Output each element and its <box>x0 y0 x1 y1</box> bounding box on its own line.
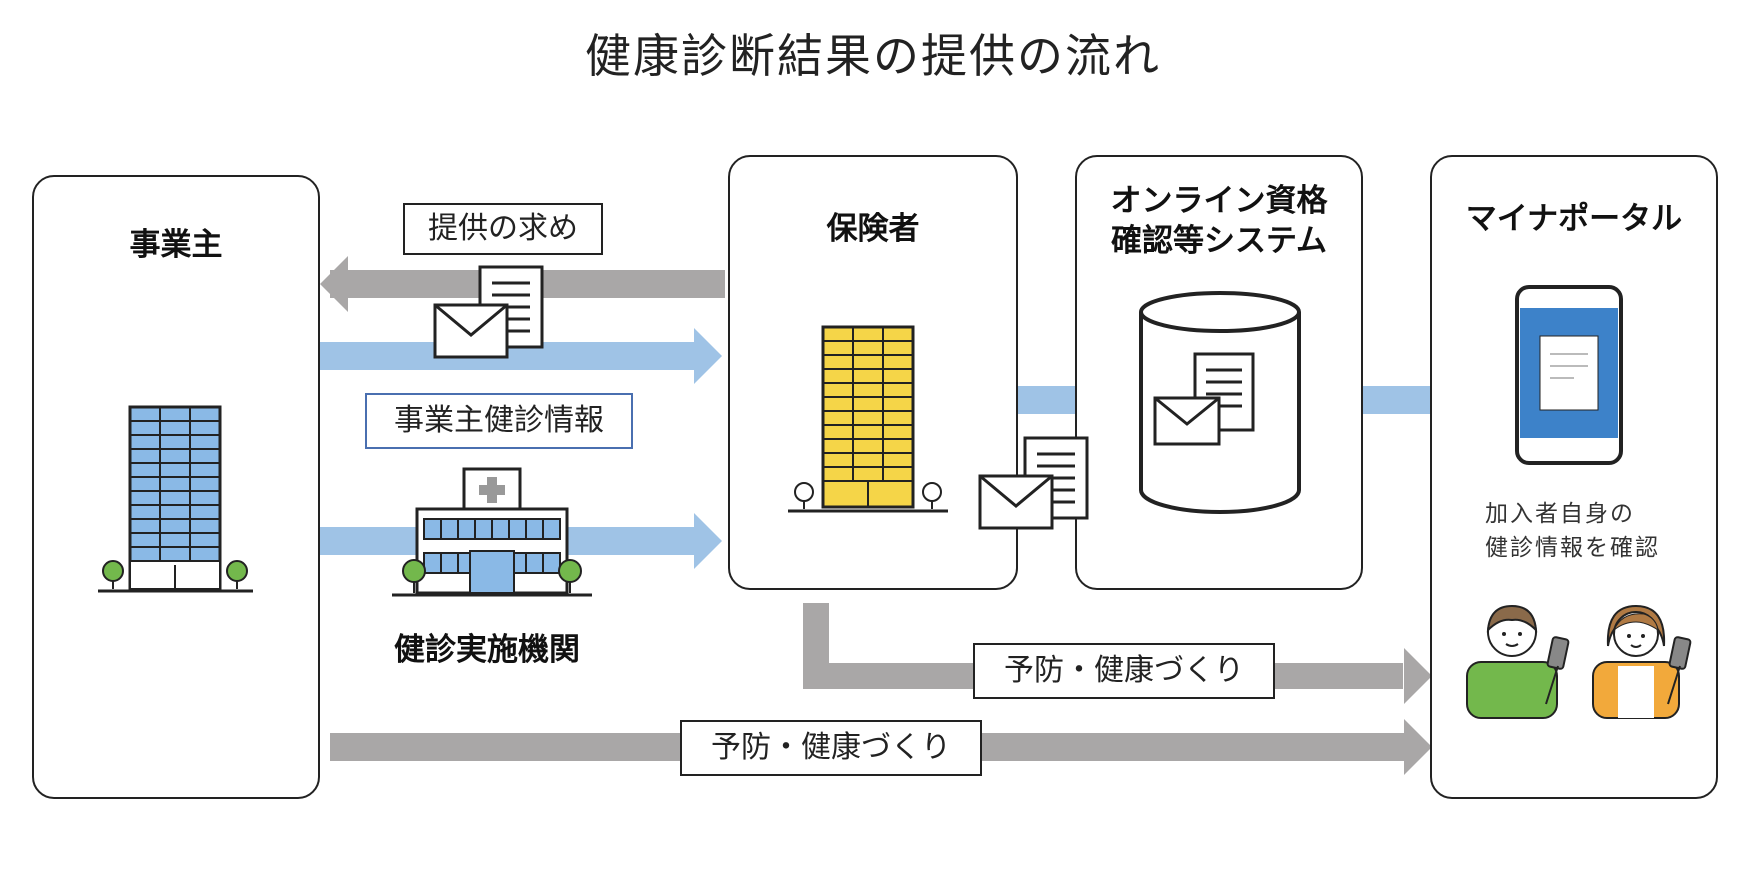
member-note-line-2: 健診情報を確認 <box>1485 535 1660 561</box>
request-document-envelope-icon <box>433 265 544 359</box>
prevention-tag-employer: 予防・健康づくり <box>680 720 982 776</box>
prevention-tag-insurer: 予防・健康づくり <box>973 643 1275 699</box>
employer-checkup-info-tag: 事業主健診情報 <box>365 393 633 449</box>
transfer-document-envelope-icon <box>978 436 1089 530</box>
employer-building-icon <box>98 405 253 593</box>
database-icon <box>1139 291 1301 514</box>
person-green-icon <box>1466 604 1570 719</box>
online-system-label-1: オンライン資格 <box>1110 183 1328 219</box>
smartphone-icon <box>1515 285 1623 465</box>
online-system-label-2: 確認等システム <box>1110 223 1328 259</box>
checkup-org-label: 健診実施機関 <box>394 632 580 668</box>
insurer-building-icon <box>788 325 948 513</box>
request-tag: 提供の求め <box>403 203 603 255</box>
person-orange-icon <box>1592 604 1692 719</box>
hospital-icon <box>392 467 592 597</box>
insurer-label: 保険者 <box>826 211 920 247</box>
member-note-line-1: 加入者自身の <box>1485 501 1635 527</box>
myna-portal-label: マイナポータル <box>1465 201 1683 237</box>
employer-label: 事業主 <box>129 227 223 263</box>
page-title: 健康診断結果の提供の流れ <box>585 29 1161 83</box>
